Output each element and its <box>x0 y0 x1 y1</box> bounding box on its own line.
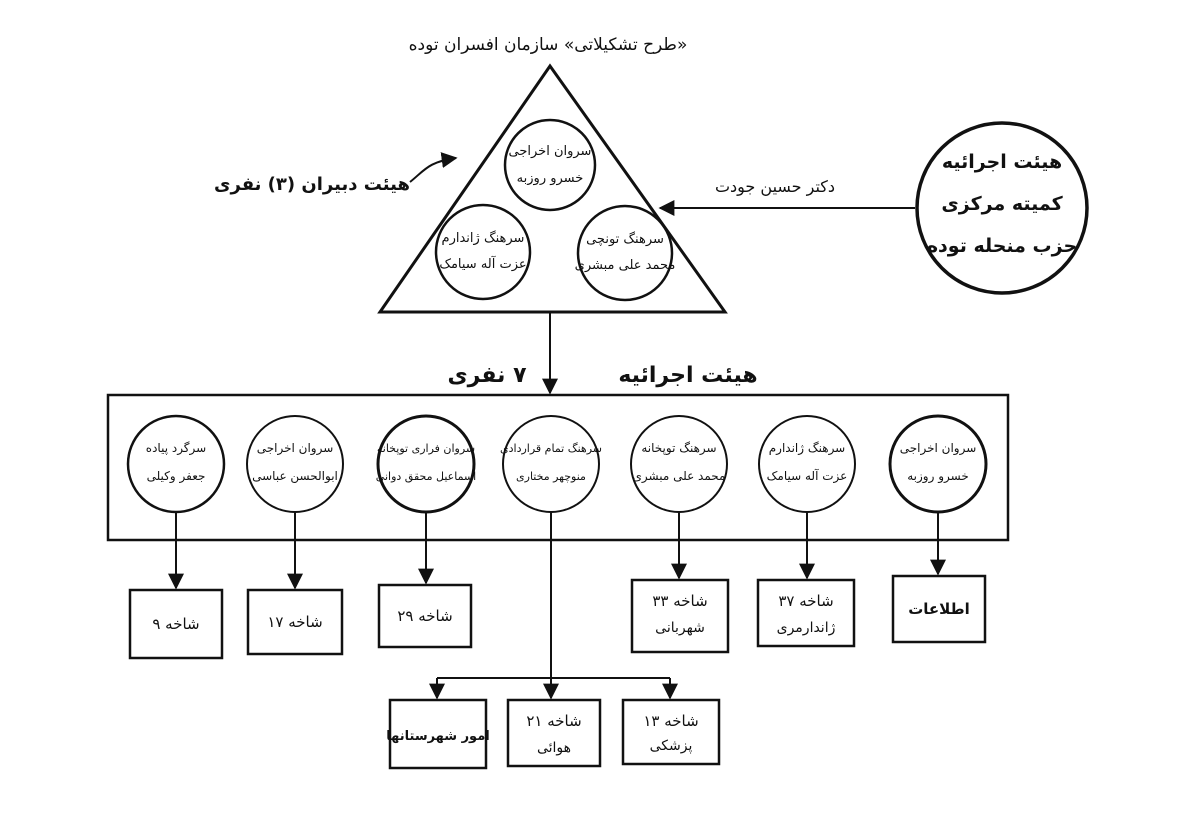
branch-line: شهربانی <box>655 620 705 636</box>
central-committee-line: کمیته مرکزی <box>941 193 1063 215</box>
branch-line: ژاندارمری <box>777 620 836 636</box>
secretariat-member-title: سرهنگ ژاندارم <box>442 230 525 246</box>
executive-board-box <box>106 393 1010 542</box>
executive-member-name: خسرو روزبه <box>907 469 969 484</box>
branch-line: شاخه ۳۷ <box>778 592 833 610</box>
sub-branch-line: امور شهرستانها <box>386 729 489 744</box>
central-committee-circle <box>915 121 1089 295</box>
executive-member-circle <box>376 414 476 514</box>
central-committee-line: حزب منحله توده <box>927 235 1077 257</box>
sub-branch-line: شاخه ۲۱ <box>526 712 581 730</box>
secretariat-member-name: عزت آله سیامک <box>439 255 526 272</box>
sub-branch-line: پزشکی <box>650 738 693 754</box>
sub-branch-line: شاخه ۱۳ <box>643 712 698 730</box>
executive-member-circle <box>888 414 988 514</box>
executive-member-name: محمد علی مبشری <box>633 469 726 484</box>
secretariat-member-circle-top <box>503 118 597 212</box>
executive-member-title: سرهنگ تمام قراردادی <box>500 442 602 455</box>
executive-board-label: هیئت اجرائیه <box>618 363 757 388</box>
branch-box <box>630 578 730 654</box>
secretariat-member-title: سروان اخراجی <box>509 144 592 159</box>
sub-branch-line: هوائی <box>537 740 571 756</box>
branch-box <box>891 574 987 644</box>
executive-member-circle <box>246 415 344 513</box>
secretariat-member-circle-right <box>576 204 674 302</box>
sub-branch-box <box>621 698 721 766</box>
branch-box <box>377 583 473 649</box>
executive-member-title: سروان فراری توپخانه <box>377 442 475 455</box>
branch-line: شاخه ۳۳ <box>652 592 707 610</box>
executive-board-count: ۷ نفری <box>447 363 527 388</box>
executive-member-title: سرگرد پیاده <box>146 441 206 456</box>
executive-member-title: سروان اخراجی <box>900 441 977 456</box>
branch-box <box>246 588 344 656</box>
branch-line: شاخه ۹ <box>152 615 199 633</box>
secretariat-label: هیئت دبیران (۳) نفری <box>214 174 410 195</box>
branch-line: اطلاعات <box>908 600 970 618</box>
executive-member-title: سرهنگ توپخانه <box>641 441 716 456</box>
liaison-label: دکتر حسین جودت <box>715 177 835 197</box>
executive-member-circle <box>758 415 856 513</box>
sub-branch-box <box>506 698 602 768</box>
branch-line: شاخه ۲۹ <box>397 607 452 625</box>
executive-member-name: منوچهر مختاری <box>516 470 586 483</box>
chart-title: «طرح تشکیلاتی» سازمان افسران توده <box>409 35 688 55</box>
sub-branch-box <box>388 698 488 770</box>
secretariat-member-name: محمد علی مبشری <box>575 258 676 273</box>
branch-line: شاخه ۱۷ <box>267 613 322 631</box>
branch-box <box>756 578 856 648</box>
secretariat-member-name: خسرو روزبه <box>517 171 584 186</box>
executive-member-name: اسماعیل محقق دوانی <box>376 470 476 484</box>
executive-member-name: جعفر وکیلی <box>147 469 206 484</box>
central-committee-line: هیئت اجرائیه <box>942 151 1062 173</box>
secretariat-triangle <box>377 63 728 314</box>
branch-box <box>128 588 224 660</box>
executive-member-circle <box>630 415 728 513</box>
executive-member-circle <box>126 414 226 514</box>
executive-member-name: ابوالحسن عباسی <box>252 469 338 484</box>
secretariat-member-title: سرهنگ تونچی <box>586 231 664 247</box>
secretariat-member-circle-left <box>434 203 532 301</box>
secretariat-pointer-arrow <box>409 152 458 183</box>
executive-member-name: عزت آله سیامک <box>767 468 848 484</box>
executive-member-title: سرهنگ ژاندارم <box>769 441 846 456</box>
executive-member-title: سروان اخراجی <box>257 441 334 456</box>
executive-member-circle <box>502 415 600 513</box>
